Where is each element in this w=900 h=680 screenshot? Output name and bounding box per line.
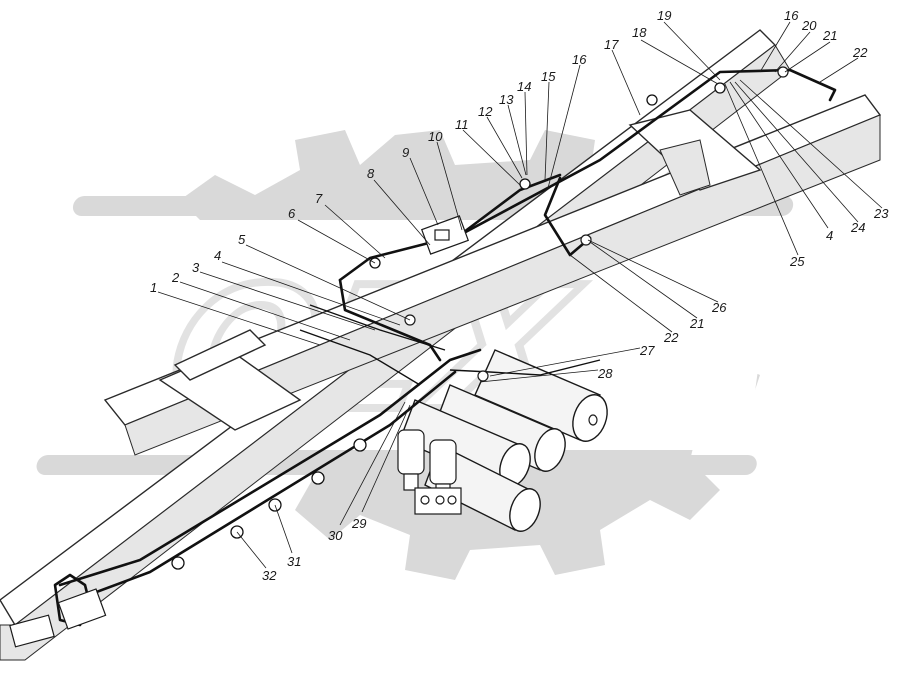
front-coupling-head bbox=[57, 588, 107, 630]
callout-8: 8 bbox=[367, 166, 375, 181]
pressure-regulator bbox=[420, 215, 470, 255]
callout-17: 17 bbox=[604, 37, 619, 52]
line-to-tanks bbox=[449, 359, 601, 376]
line-clip-3 bbox=[311, 471, 325, 485]
callout-28: 28 bbox=[597, 366, 613, 381]
callout-32: 32 bbox=[262, 568, 277, 583]
line-to-valve bbox=[338, 278, 442, 362]
line-clip-4 bbox=[353, 438, 367, 452]
callout-25: 25 bbox=[789, 254, 805, 269]
main-line-front bbox=[58, 348, 482, 587]
fitting-rear bbox=[777, 66, 789, 78]
fitting-axle bbox=[580, 234, 592, 246]
callout-16b: 16 bbox=[784, 8, 799, 23]
callout-22a: 22 bbox=[852, 45, 868, 60]
callout-15: 15 bbox=[541, 69, 556, 84]
fitting-tee bbox=[477, 370, 489, 382]
callout-27: 27 bbox=[639, 343, 655, 358]
watermark-panel-frame-bottom bbox=[36, 455, 757, 475]
callout-18: 18 bbox=[632, 25, 647, 40]
callout-4a: 4 bbox=[214, 248, 221, 263]
callout-21a: 21 bbox=[822, 28, 837, 43]
pneumatic-lines bbox=[53, 68, 837, 627]
callout-5: 5 bbox=[238, 232, 246, 247]
callout-3: 3 bbox=[192, 260, 200, 275]
callout-6: 6 bbox=[288, 206, 296, 221]
moisture-separator-left bbox=[397, 429, 425, 491]
right-frame-rail-flange bbox=[124, 114, 881, 456]
main-line-parallel bbox=[73, 370, 457, 602]
line-drop-to-axle bbox=[543, 176, 592, 257]
callout-4b: 4 bbox=[826, 228, 833, 243]
callout-9: 9 bbox=[402, 145, 409, 160]
callout-20: 20 bbox=[801, 18, 817, 33]
callout-23: 23 bbox=[873, 206, 889, 221]
leader-lines bbox=[157, 21, 883, 569]
callout-10: 10 bbox=[428, 129, 443, 144]
callout-29: 29 bbox=[351, 516, 366, 531]
line-cross-upper bbox=[309, 304, 446, 351]
callout-11: 11 bbox=[455, 117, 469, 132]
callout-12: 12 bbox=[478, 104, 493, 119]
callout-31: 31 bbox=[287, 554, 301, 569]
air-tank-group bbox=[397, 349, 608, 532]
front-bracket bbox=[173, 329, 267, 381]
callout-24: 24 bbox=[850, 220, 865, 235]
line-to-rear bbox=[458, 68, 837, 237]
line-clip-7 bbox=[519, 178, 531, 190]
callout-19: 19 bbox=[657, 8, 671, 23]
callout-21b: 21 bbox=[689, 316, 704, 331]
line-cross-lower bbox=[299, 329, 421, 386]
callout-14: 14 bbox=[517, 79, 531, 94]
callout-labels: 1 2 3 4 5 6 7 8 9 10 11 12 13 14 15 16 1… bbox=[150, 8, 889, 583]
line-clip-5 bbox=[171, 556, 185, 570]
callout-26: 26 bbox=[711, 300, 727, 315]
callout-16a: 16 bbox=[572, 52, 587, 67]
callout-1: 1 bbox=[150, 280, 157, 295]
callout-7: 7 bbox=[315, 191, 323, 206]
callout-2: 2 bbox=[171, 270, 180, 285]
rear-cross-member-web bbox=[659, 139, 711, 196]
valve-block bbox=[414, 487, 462, 515]
callout-22b: 22 bbox=[663, 330, 679, 345]
line-clip-8 bbox=[646, 94, 658, 106]
mounting-bracket bbox=[9, 614, 55, 648]
callout-13: 13 bbox=[499, 92, 514, 107]
callout-30: 30 bbox=[328, 528, 343, 543]
line-clip-9 bbox=[714, 82, 726, 94]
